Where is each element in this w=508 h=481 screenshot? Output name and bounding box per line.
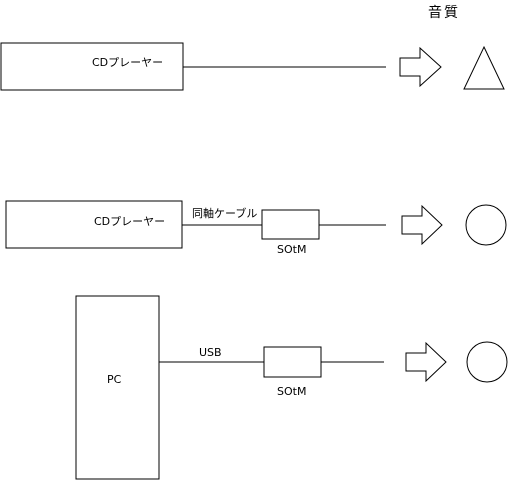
triangle-icon — [463, 45, 505, 90]
sotm-label: SOtM — [277, 385, 306, 398]
cd-player-label: CDプレーヤー — [92, 56, 163, 69]
sotm-box — [261, 209, 320, 240]
sotm-label: SOtM — [277, 243, 306, 256]
row-cd-sotm: CDプレーヤー 同軸ケーブル SOtM — [5, 200, 507, 256]
usb-cable-label: USB — [199, 346, 222, 359]
sotm-box — [263, 346, 322, 378]
row-cd-direct: CDプレーヤー — [0, 42, 505, 91]
circle-icon — [466, 341, 508, 383]
pc-box — [75, 295, 160, 480]
row-pc-sotm: PC USB SOtM — [75, 295, 508, 480]
right-arrow-icon — [405, 341, 447, 383]
coax-cable-label: 同軸ケーブル — [192, 206, 257, 220]
right-arrow-icon — [399, 46, 442, 88]
circle-icon — [465, 204, 507, 246]
pc-label: PC — [107, 373, 122, 386]
quality-header: 音質 — [428, 4, 460, 21]
cd-player-box — [5, 200, 183, 249]
cd-player-label: CDプレーヤー — [94, 215, 165, 228]
right-arrow-icon — [401, 204, 443, 246]
cd-player-box — [0, 42, 184, 91]
